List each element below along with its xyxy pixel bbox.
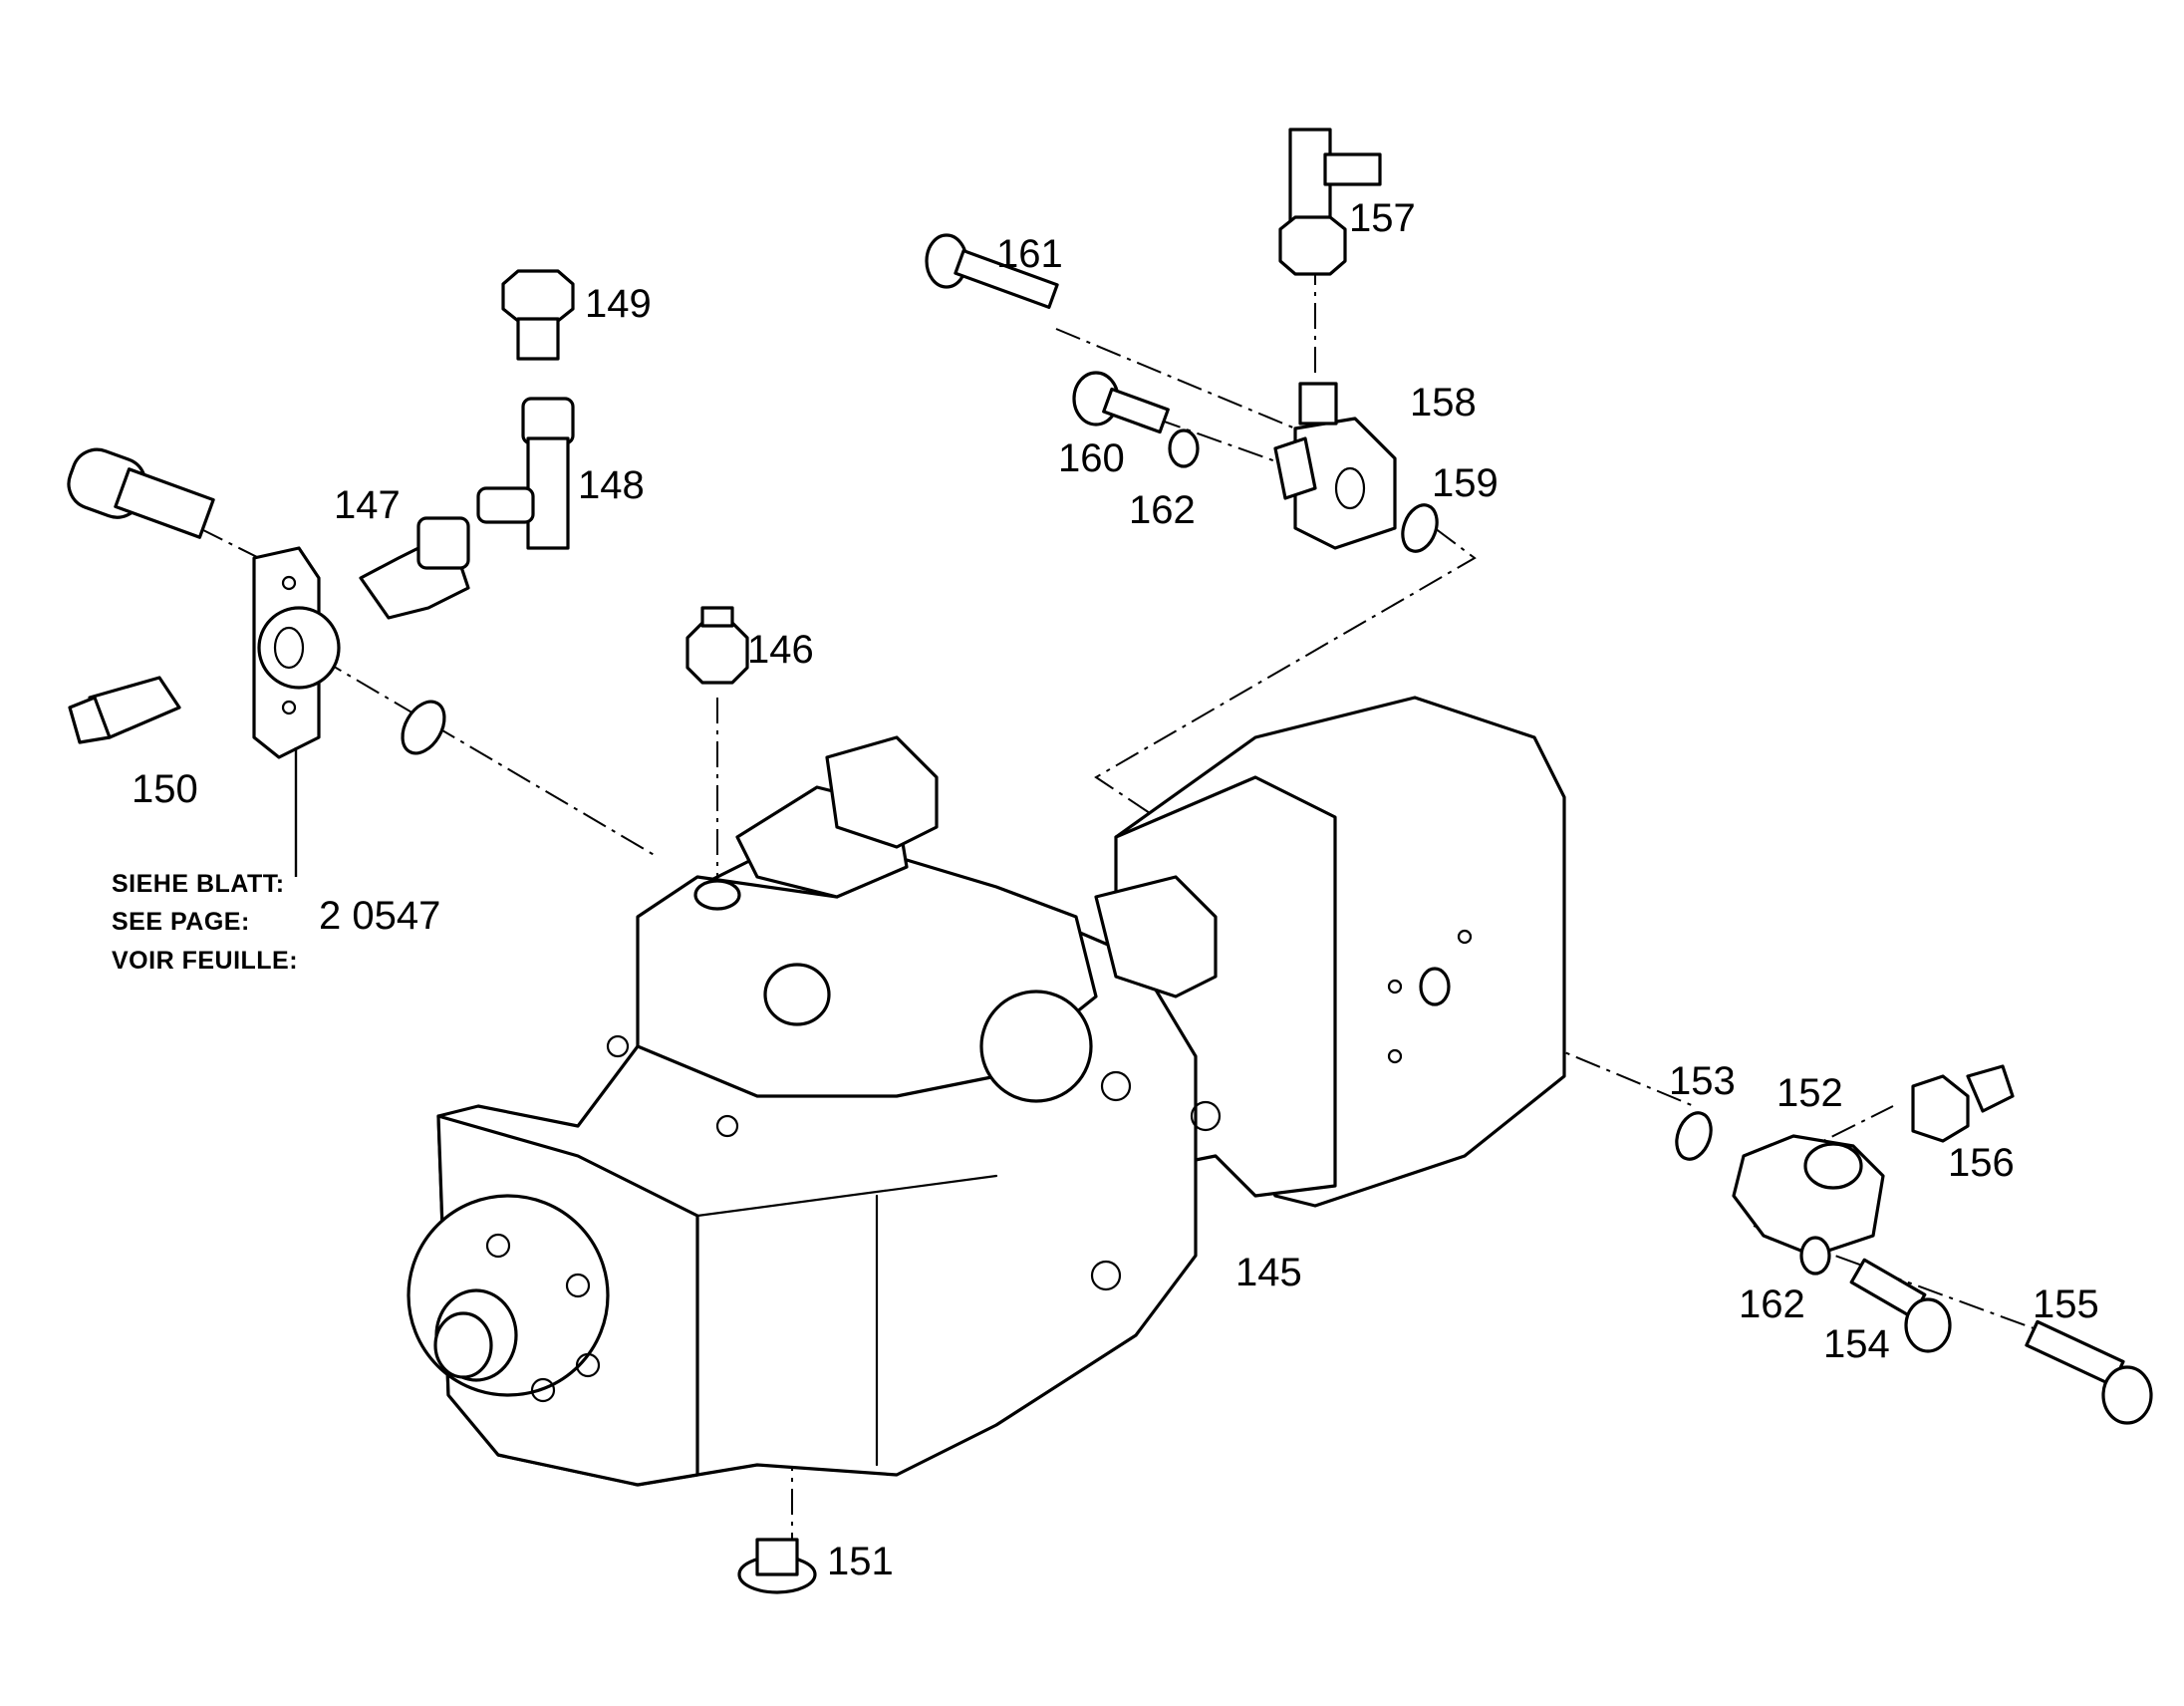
tee-157-branch	[1323, 152, 1382, 186]
callout-156: 156	[1948, 1141, 2015, 1185]
housing-bolt-2	[1190, 1100, 1222, 1132]
washer-162-upper	[1168, 428, 1200, 468]
part-150-flange-assembly	[67, 447, 446, 759]
control-plug	[763, 963, 831, 1026]
part-161-bolt	[925, 233, 1059, 309]
fitting-156-end	[1966, 1064, 2015, 1113]
fitting-146-thread	[700, 606, 734, 628]
lead-line-160	[1155, 418, 1296, 469]
solenoid-block-2	[1094, 875, 1218, 998]
part-151-plug	[737, 1538, 817, 1594]
oring-159	[1401, 503, 1439, 553]
oring-150	[401, 700, 446, 755]
reference-note-line-fr: VOIR FEUILLE:	[112, 947, 298, 975]
flange-bolt-4	[530, 1377, 556, 1403]
callout-145: 145	[1235, 1251, 1302, 1294]
flange-152-outlet	[1803, 1142, 1863, 1190]
bolt-150-shank	[114, 467, 215, 539]
fitting-156-nut	[1911, 1074, 1970, 1143]
flange-bolt-3	[575, 1352, 601, 1378]
part-157-tee	[1278, 128, 1382, 276]
housing-bolt-4	[606, 1034, 630, 1058]
callout-158: 158	[1410, 381, 1477, 425]
tee-157-nut	[1278, 215, 1347, 276]
fitting-146-hex	[685, 621, 749, 685]
callout-labels: 145 146 147 148 149 150 151 152 153 154 …	[132, 196, 2099, 1583]
oring-153	[1675, 1111, 1713, 1161]
hydraulic-pump-housing	[407, 696, 1566, 1487]
valve-158-port	[1334, 466, 1366, 510]
part-154-bolt	[1849, 1258, 1952, 1353]
reference-note-line-en: SEE PAGE:	[112, 908, 250, 936]
callout-152: 152	[1776, 1071, 1843, 1115]
lead-line-150-bolt	[198, 527, 260, 559]
callout-153: 153	[1669, 1059, 1736, 1103]
part-155-bolt	[2025, 1319, 2153, 1425]
tee-148-branch	[476, 486, 535, 524]
port-bolt-hole-2	[1457, 929, 1473, 945]
callout-162-upper: 162	[1129, 488, 1196, 532]
port-boss-146	[693, 879, 741, 911]
plug-151-thread	[755, 1538, 799, 1576]
housing-bolt-1	[1100, 1070, 1132, 1102]
callout-148: 148	[578, 463, 645, 507]
gear-pump-port	[1419, 967, 1451, 1006]
callout-147: 147	[334, 483, 401, 527]
callout-149: 149	[585, 282, 652, 326]
shaft-end	[433, 1311, 493, 1379]
part-152-flange	[1732, 1134, 1885, 1258]
solenoid-block-1	[825, 735, 939, 849]
bolt-161-shank	[954, 249, 1059, 309]
part-156-fitting	[1911, 1064, 2015, 1143]
reference-page-number: 2 0547	[319, 894, 440, 938]
tee-148-nut	[521, 397, 575, 445]
flange-bolt-2	[565, 1273, 591, 1298]
port-bolt-hole-3	[1387, 1048, 1403, 1064]
part-149-plug	[501, 269, 575, 361]
port-bolt-hole-1	[1387, 979, 1403, 995]
reference-note: SIEHE BLATT: SEE PAGE: VOIR FEUILLE: 2 0…	[112, 870, 440, 975]
valve-158-body	[1293, 417, 1397, 550]
flange-bolt-1	[485, 1233, 511, 1259]
callout-160: 160	[1058, 436, 1125, 480]
plug-149-thread	[516, 317, 560, 361]
bolt-155-head	[2101, 1365, 2153, 1425]
bolt-154-head	[1904, 1297, 1952, 1353]
sensor-150-tip	[68, 696, 112, 744]
housing-edge	[695, 1174, 998, 1218]
valve-158-side	[1273, 436, 1317, 500]
flange-150-hole-2	[281, 700, 297, 715]
plug-149-hex	[501, 269, 575, 323]
flange-150-bore	[273, 626, 305, 670]
callout-157: 157	[1349, 196, 1416, 240]
lead-line-150-oring	[318, 657, 659, 858]
part-160-bolt	[1072, 371, 1170, 434]
callout-162-lower: 162	[1739, 1282, 1805, 1326]
callout-150: 150	[132, 767, 198, 811]
callout-154: 154	[1823, 1322, 1890, 1366]
part-158-valve-block	[1273, 382, 1397, 550]
part-146-fitting	[685, 606, 749, 685]
adapter-147-hex	[416, 516, 470, 570]
flange-150-boss	[257, 606, 341, 690]
callout-155: 155	[2033, 1282, 2099, 1326]
bolt-160-shank	[1102, 387, 1170, 434]
callout-159: 159	[1432, 461, 1499, 505]
callout-146: 146	[747, 628, 814, 672]
valve-158-stem	[1298, 382, 1338, 426]
reference-note-line-de: SIEHE BLATT:	[112, 870, 285, 898]
housing-bolt-5	[715, 1114, 739, 1138]
washer-162-lower	[1799, 1236, 1831, 1276]
housing-bolt-3	[1090, 1260, 1122, 1291]
callout-161: 161	[996, 232, 1063, 276]
part-147-adapter	[359, 516, 470, 620]
part-148-tee	[476, 397, 575, 550]
lead-line-159	[1094, 527, 1477, 818]
flange-150-hole-1	[281, 575, 297, 591]
control-cap	[979, 990, 1093, 1103]
callout-151: 151	[827, 1540, 894, 1583]
